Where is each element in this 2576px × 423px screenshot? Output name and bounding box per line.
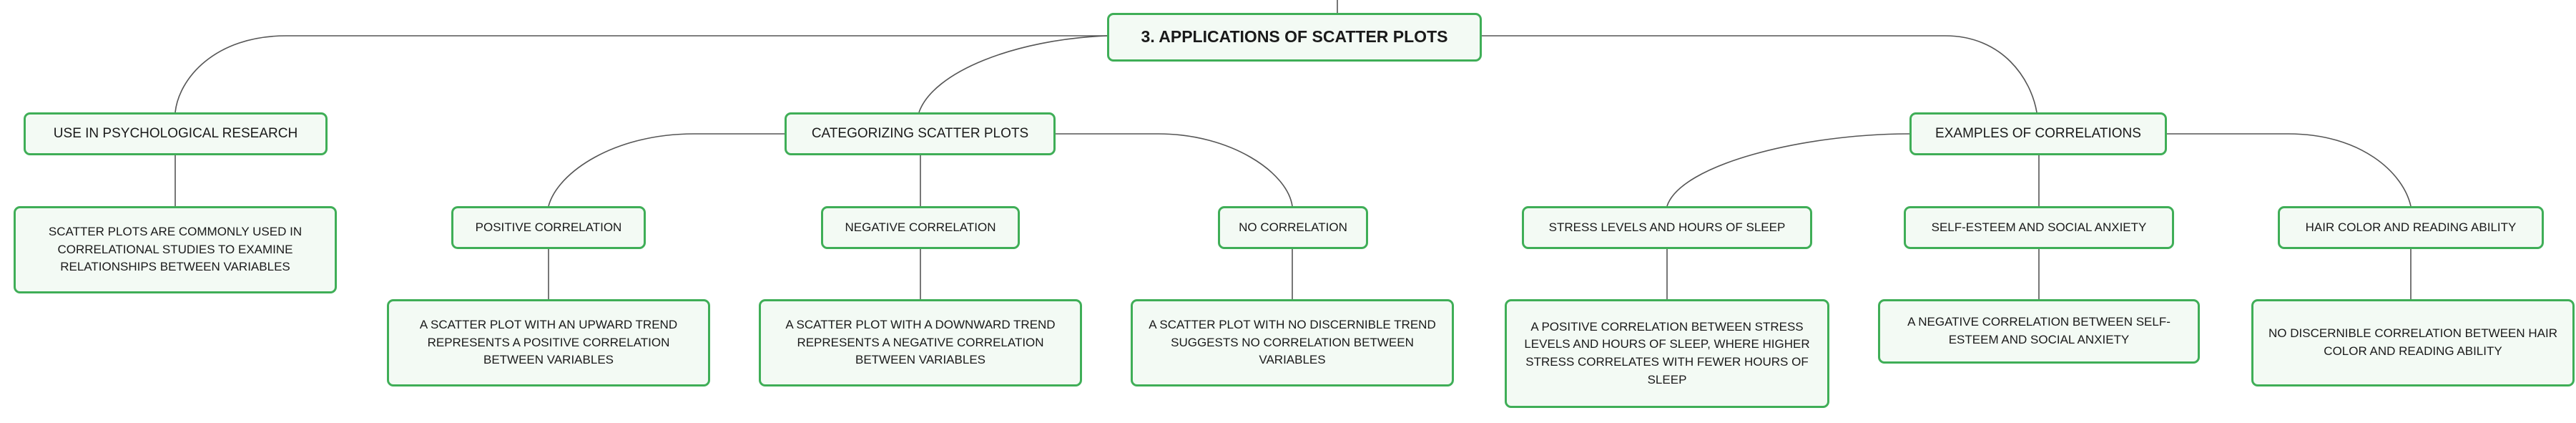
connector-root-to-research bbox=[174, 35, 1107, 113]
connector-examples-hair bbox=[2167, 133, 2412, 207]
detail-node-negative-correlation[interactable]: A SCATTER PLOT WITH A DOWNWARD TREND REP… bbox=[759, 299, 1082, 386]
sub-node-selfesteem-anxiety[interactable]: SELF-ESTEEM AND SOCIAL ANXIETY bbox=[1904, 206, 2174, 249]
branch-node-research[interactable]: USE IN PSYCHOLOGICAL RESEARCH bbox=[24, 112, 328, 155]
root-node[interactable]: 3. APPLICATIONS OF SCATTER PLOTS bbox=[1107, 13, 1482, 62]
detail-node-selfesteem-anxiety[interactable]: A NEGATIVE CORRELATION BETWEEN SELF-ESTE… bbox=[1878, 299, 2200, 364]
detail-node-stress-sleep[interactable]: A POSITIVE CORRELATION BETWEEN STRESS LE… bbox=[1505, 299, 1829, 408]
connector-root-to-examples bbox=[1482, 35, 2037, 113]
sub-node-stress-sleep[interactable]: STRESS LEVELS AND HOURS OF SLEEP bbox=[1522, 206, 1812, 249]
connector-root-to-categorizing bbox=[918, 35, 1108, 113]
connector-examples-stress bbox=[1666, 133, 1910, 207]
sub-node-positive-correlation[interactable]: POSITIVE CORRELATION bbox=[451, 206, 646, 249]
detail-node-positive-correlation[interactable]: A SCATTER PLOT WITH AN UPWARD TREND REPR… bbox=[387, 299, 710, 386]
sub-node-haircolor-reading[interactable]: HAIR COLOR AND READING ABILITY bbox=[2278, 206, 2544, 249]
detail-node-research[interactable]: SCATTER PLOTS ARE COMMONLY USED IN CORRE… bbox=[14, 206, 337, 293]
detail-node-no-correlation[interactable]: A SCATTER PLOT WITH NO DISCERNIBLE TREND… bbox=[1131, 299, 1454, 386]
branch-node-categorizing[interactable]: CATEGORIZING SCATTER PLOTS bbox=[785, 112, 1056, 155]
connector-categorizing-none bbox=[1056, 133, 1293, 207]
branch-node-examples[interactable]: EXAMPLES OF CORRELATIONS bbox=[1909, 112, 2167, 155]
detail-node-haircolor-reading[interactable]: NO DISCERNIBLE CORRELATION BETWEEN HAIR … bbox=[2251, 299, 2575, 386]
sub-node-no-correlation[interactable]: NO CORRELATION bbox=[1218, 206, 1368, 249]
connector-categorizing-positive bbox=[548, 133, 785, 207]
sub-node-negative-correlation[interactable]: NEGATIVE CORRELATION bbox=[821, 206, 1020, 249]
